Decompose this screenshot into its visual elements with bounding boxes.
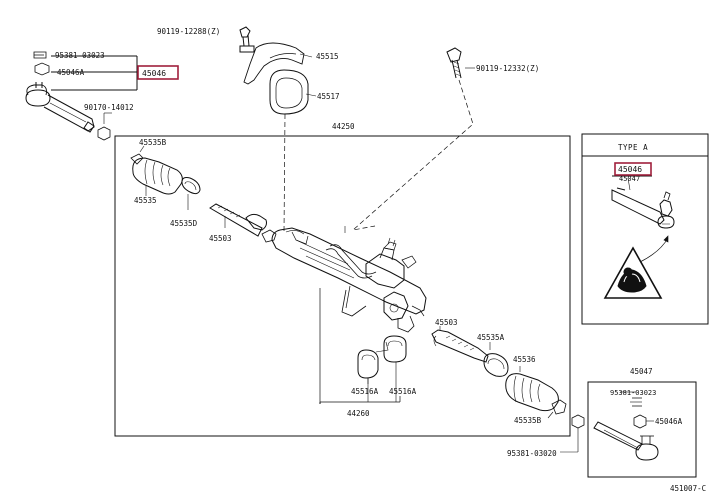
rack-assembly-frame bbox=[114, 135, 571, 437]
callout-90119-12332[interactable]: 90119-12332(Z) bbox=[476, 64, 539, 73]
callout-95381-03020[interactable]: 95381-03020 bbox=[507, 449, 557, 458]
callout-45516A-left[interactable]: 45516A bbox=[351, 387, 379, 396]
callout-95381-03023-bottom[interactable]: 95381-03023 bbox=[610, 389, 656, 397]
callout-95381-03023-top[interactable]: 95381-03023 bbox=[55, 51, 105, 60]
callout-90119-12288[interactable]: 90119-12288(Z) bbox=[157, 27, 220, 36]
callout-45046A-bottom[interactable]: 45046A bbox=[655, 417, 683, 426]
type-a-callout-45047[interactable]: 45047 bbox=[619, 175, 640, 183]
callout-44250[interactable]: 44250 bbox=[332, 122, 355, 131]
callout-44260[interactable]: 44260 bbox=[347, 409, 370, 418]
tie-rod-end-frame bbox=[587, 381, 697, 478]
diagram-code: 451007-C bbox=[670, 484, 706, 493]
callout-45535D[interactable]: 45535D bbox=[170, 219, 198, 228]
callout-45536[interactable]: 45536 bbox=[513, 355, 536, 364]
type-a-callout-45046[interactable]: 45046 bbox=[618, 165, 642, 174]
callout-45535B-bottom[interactable]: 45535B bbox=[514, 416, 542, 425]
highlight-box-type-a bbox=[614, 162, 652, 176]
callout-45046-top[interactable]: 45046 bbox=[142, 69, 166, 78]
callout-45535B-top[interactable]: 45535B bbox=[139, 138, 167, 147]
callout-45516A-right[interactable]: 45516A bbox=[389, 387, 417, 396]
callout-45515[interactable]: 45515 bbox=[316, 52, 339, 61]
callout-45047-bottom[interactable]: 45047 bbox=[630, 367, 653, 376]
callout-45535A[interactable]: 45535A bbox=[477, 333, 505, 342]
type-a-frame bbox=[581, 133, 709, 325]
callout-45535[interactable]: 45535 bbox=[134, 196, 157, 205]
callout-45503-left[interactable]: 45503 bbox=[209, 234, 232, 243]
callout-45046A-top[interactable]: 45046A bbox=[57, 68, 85, 77]
callout-90170-14012[interactable]: 90170-14012 bbox=[84, 103, 134, 112]
type-a-title: TYPE A bbox=[618, 143, 648, 152]
highlight-box-top bbox=[137, 65, 179, 80]
callout-45517[interactable]: 45517 bbox=[317, 92, 340, 101]
callout-45503-right[interactable]: 45503 bbox=[435, 318, 458, 327]
